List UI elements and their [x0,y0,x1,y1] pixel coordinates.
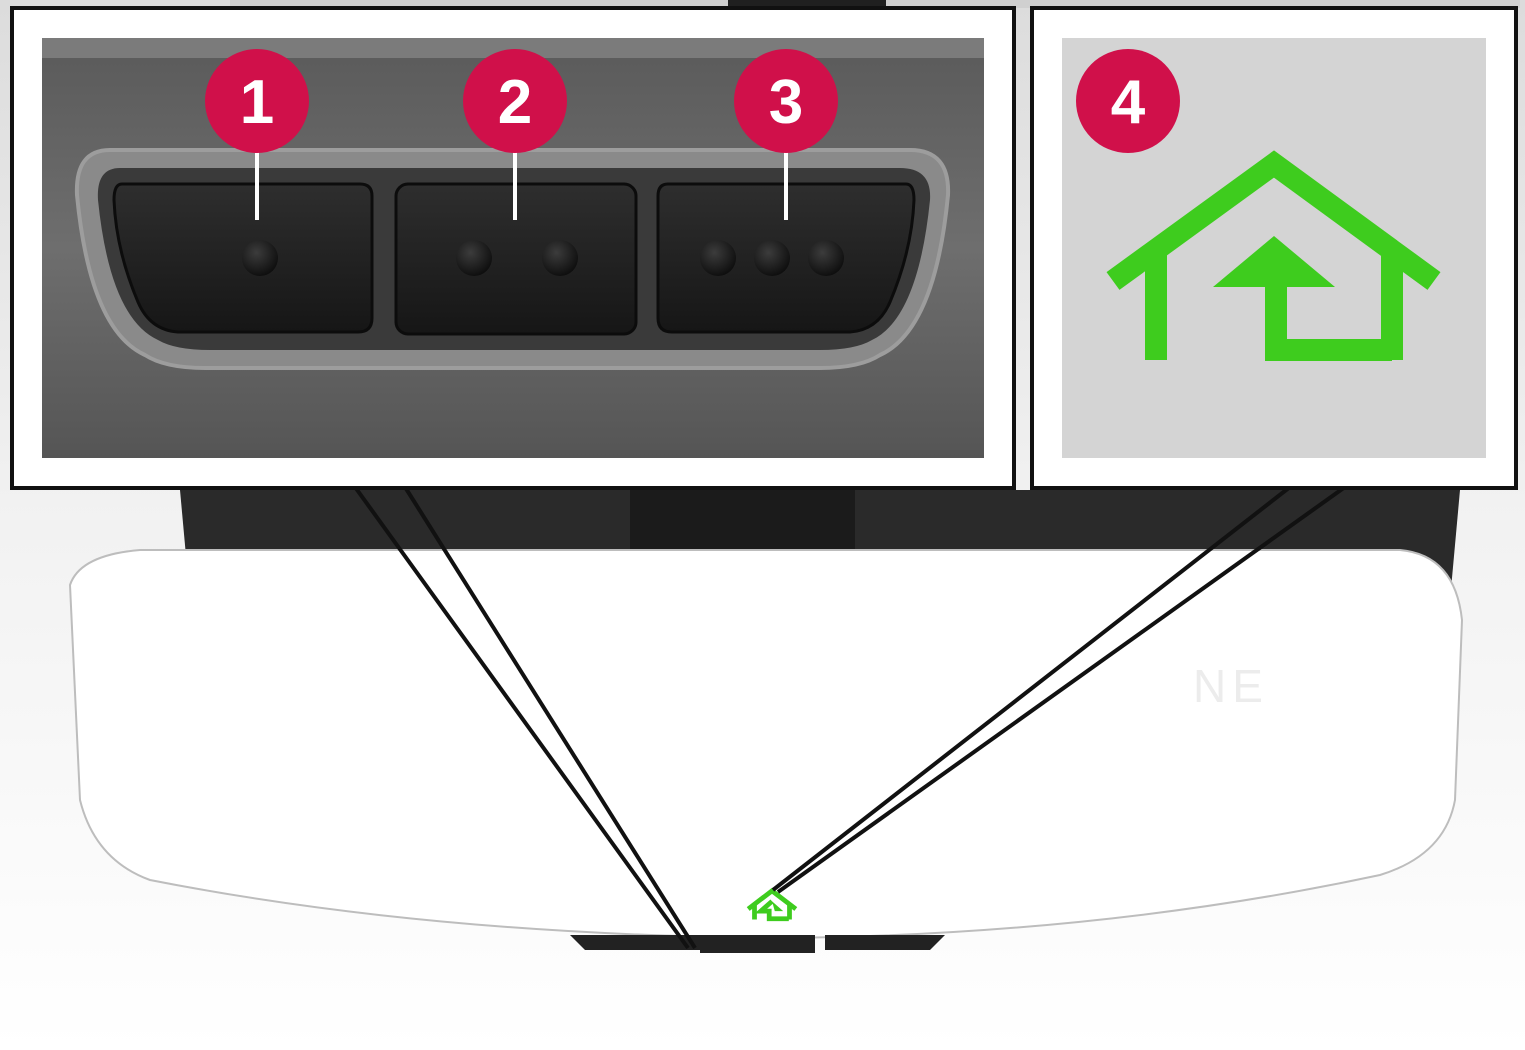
leader-line-right-b [776,485,1347,894]
svg-text:1: 1 [240,68,274,137]
button-dot [754,240,790,276]
callout-2: 2 [463,49,567,153]
svg-text:2: 2 [498,68,532,137]
panel-top-highlight [42,38,984,58]
button-dot [700,240,736,276]
svg-text:4: 4 [1111,68,1146,137]
leader-line-right-a [771,485,1292,892]
mirror-mount-top [728,0,886,8]
homelink-house-arrow-icon [1106,150,1441,361]
homelink-button-3[interactable] [656,182,916,334]
indicator-inset: 4 [1030,6,1518,490]
homelink-button-2[interactable] [394,182,638,336]
leader-line-left-b [403,485,697,950]
buttons-inset: 1 2 3 [10,6,1016,490]
button-dot [542,240,578,276]
mirror-button-1-edge [570,935,700,950]
mirror-glass [68,549,1464,940]
leader-line-left-a [353,485,690,950]
mirror-button-2-edge [700,935,815,953]
mirror-button-3-edge [825,935,945,950]
callout-4: 4 [1076,49,1180,153]
button-dot [242,240,278,276]
homelink-button-1[interactable] [112,182,374,334]
callout-3: 3 [734,49,838,153]
svg-text:3: 3 [769,68,803,137]
callout-1: 1 [205,49,309,153]
button-dot [808,240,844,276]
mirror-indicator-icon [746,887,798,922]
button-dot [456,240,492,276]
compass-display: NE [1193,660,1269,712]
mirror-mount-stem [630,490,855,560]
